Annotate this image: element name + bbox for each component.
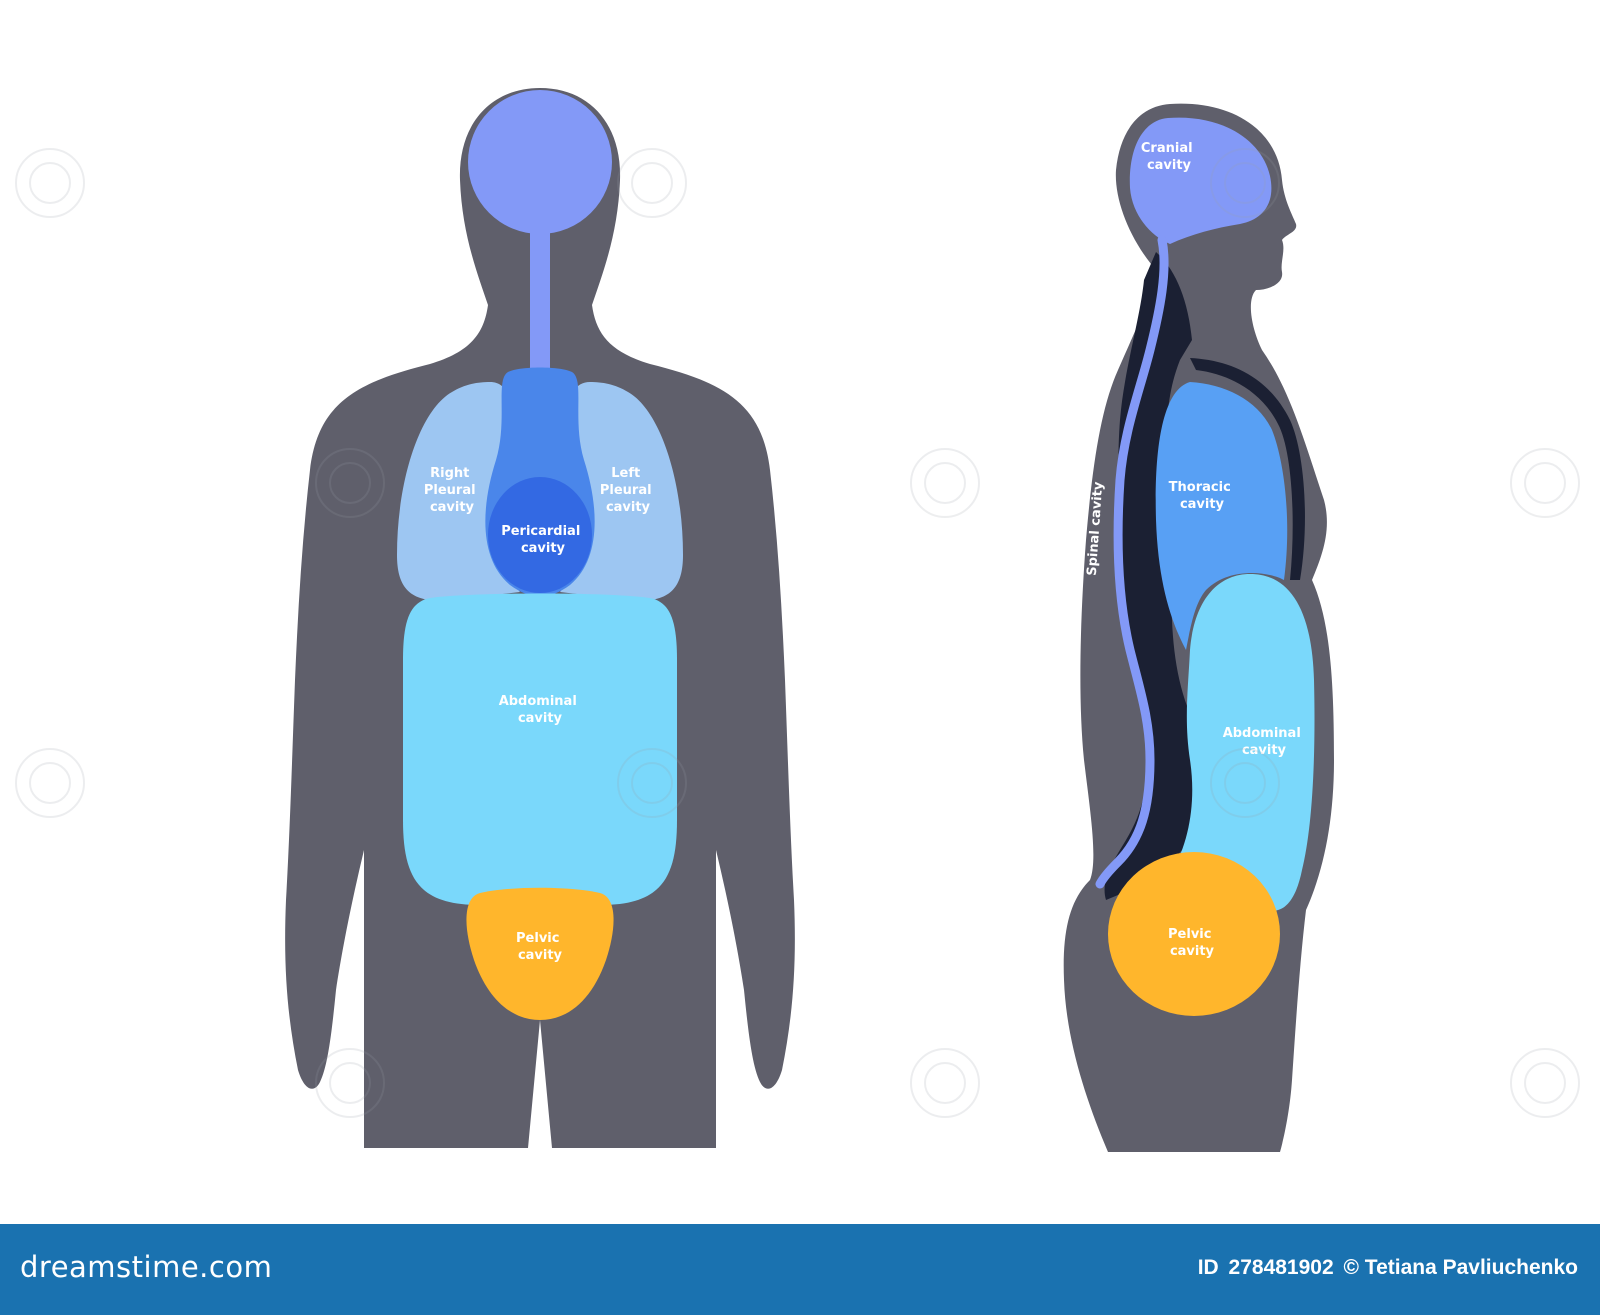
watermark	[15, 148, 1580, 1118]
label-thoracic-cavity: Thoracic cavity	[1169, 480, 1236, 512]
label-pericardial-cavity: Pericardial cavity	[501, 524, 585, 556]
brand-name[interactable]: dreamstime.com	[20, 1250, 273, 1284]
label-side-pelvic-cavity: Pelvic cavity	[1168, 927, 1216, 959]
side-view: Cranial cavity Spinal cavity Thoracic ca…	[1063, 103, 1334, 1152]
side-spinal-cord	[1095, 235, 1169, 889]
side-cranial-cavity	[1129, 117, 1272, 244]
front-view: Right Pleural cavity Left Pleural cavity…	[285, 88, 795, 1148]
image-credit: ID 278481902 © Tetiana Pavliuchenko	[1198, 1256, 1582, 1280]
side-pelvic-cavity	[1108, 852, 1280, 1016]
label-front-abdominal-cavity: Abdominal cavity	[499, 694, 582, 726]
side-abdominal-cavity	[1172, 574, 1315, 911]
footer-bar: dreamstime.com ID 278481902 © Tetiana Pa…	[0, 1224, 1600, 1315]
image-id: 278481902	[1228, 1256, 1334, 1279]
front-spinal-cord	[530, 220, 550, 370]
label-right-pleural-cavity: Right Pleural cavity	[424, 466, 480, 515]
label-spinal-cavity: Spinal cavity	[1085, 481, 1107, 577]
front-pelvic-cavity	[466, 887, 614, 1020]
label-front-pelvic-cavity: Pelvic cavity	[516, 931, 564, 963]
front-pericardial-cavity	[488, 477, 592, 593]
side-chest-wall	[1190, 358, 1305, 580]
label-cranial-cavity: Cranial cavity	[1141, 141, 1197, 173]
label-side-abdominal-cavity: Abdominal cavity	[1223, 726, 1306, 758]
copyright-author: © Tetiana Pavliuchenko	[1343, 1256, 1579, 1279]
body-cavities-diagram: Right Pleural cavity Left Pleural cavity…	[15, 88, 1580, 1152]
id-label: ID	[1197, 1256, 1219, 1279]
side-thoracic-cavity	[1155, 382, 1288, 650]
label-left-pleural-cavity: Left Pleural cavity	[600, 466, 656, 515]
front-cranial-cavity	[468, 90, 612, 234]
front-abdominal-cavity	[403, 593, 677, 905]
